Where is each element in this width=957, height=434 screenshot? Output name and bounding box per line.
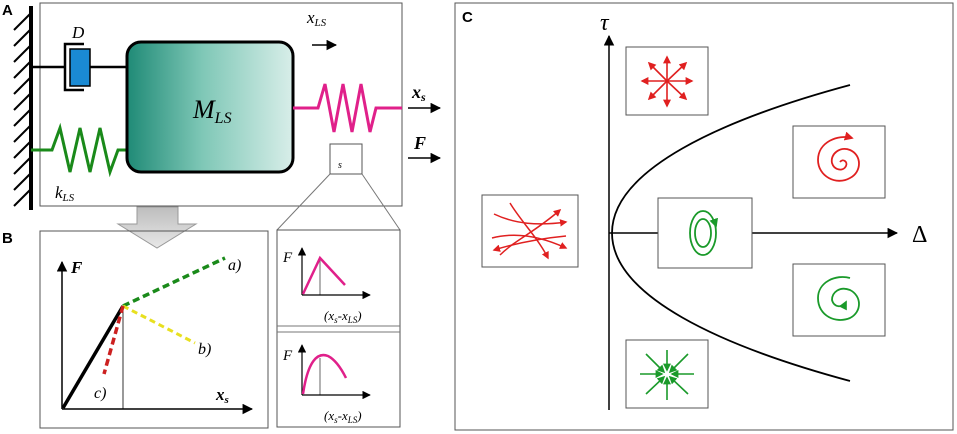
b-branch-a-label: a): [228, 257, 241, 274]
panel-label-a: A: [2, 2, 13, 19]
damper: [31, 42, 127, 92]
c-y-axis-label: τ: [600, 10, 610, 36]
c-stable-node: [625, 339, 709, 409]
spring-kls: [31, 122, 127, 178]
force-output-label: F: [413, 133, 426, 153]
panel-b-frame: [39, 230, 269, 429]
b-inset-top: [297, 247, 371, 300]
panel-label-b: B: [2, 230, 13, 247]
panel-c-frame: [454, 2, 954, 431]
b-inset-top-y-label: F: [282, 250, 293, 266]
b-inset-bottom-y-label: F: [282, 348, 293, 364]
c-saddle: [481, 194, 579, 268]
wall: [13, 6, 33, 210]
mass-label: MLS: [192, 95, 232, 127]
transition-arrow: [116, 206, 198, 249]
c-stable-focus: [792, 263, 886, 337]
b-branch-c: [102, 305, 125, 375]
c-center: [657, 197, 753, 269]
zoom-line-left: [276, 173, 331, 231]
b-inset-frame: [276, 229, 401, 428]
spring-kls-label: kLS: [55, 183, 75, 204]
c-parabola: [611, 84, 851, 382]
b-branch-b: [122, 304, 196, 345]
spring-ks: [293, 83, 402, 133]
zoom-line-right: [361, 173, 401, 231]
b-linear-branch: [61, 305, 125, 409]
b-branch-a: [122, 256, 226, 308]
b-branch-c-label: c): [94, 385, 106, 402]
b-x-axis-label: xs: [215, 385, 229, 406]
c-unstable-focus: [792, 125, 886, 199]
velocity-label: xLS: [306, 8, 327, 29]
damper-label: D: [71, 23, 85, 42]
xs-output-label: xs: [411, 82, 426, 104]
b-branch-b-label: b): [198, 341, 211, 358]
panel-a-frame: [39, 2, 403, 207]
c-x-axis-label: Δ: [912, 222, 927, 248]
b-y-axis-label: F: [70, 258, 83, 277]
spring-ks-box: [329, 143, 363, 175]
b-inset-bottom: [297, 344, 371, 400]
panel-label-c: C: [462, 9, 473, 26]
b-inset-bottom-x-label: (xs-xLS): [324, 408, 362, 425]
spring-ks-label: s: [338, 160, 342, 171]
b-inset-top-x-label: (xs-xLS): [324, 308, 362, 325]
c-unstable-node: [625, 46, 709, 116]
